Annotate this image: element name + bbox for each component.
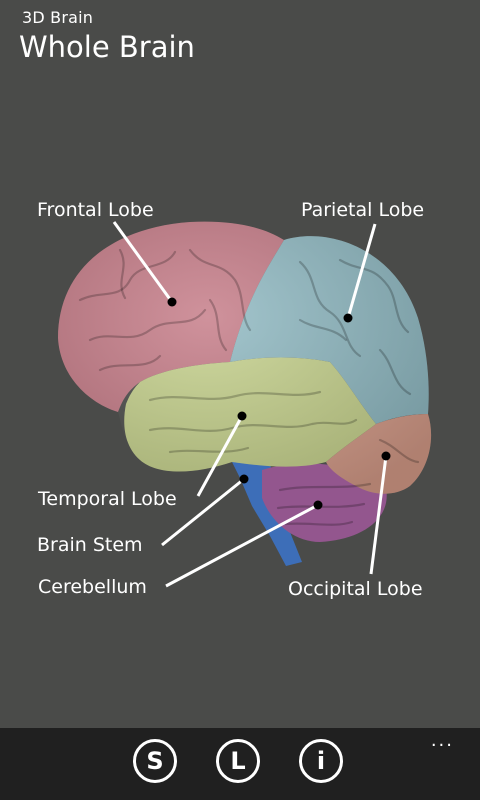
- brain-shading: [58, 221, 432, 494]
- label-dots: [167, 297, 391, 510]
- page-title: Whole Brain: [19, 30, 195, 64]
- app-name: 3D Brain: [22, 8, 94, 27]
- occipital-lobe-label[interactable]: Occipital Lobe: [288, 578, 423, 600]
- temporal-lobe-label[interactable]: Temporal Lobe: [37, 488, 177, 510]
- application-bar: S L i ...: [0, 728, 480, 800]
- brain-stem-region[interactable]: [232, 462, 302, 566]
- brain-stem-label[interactable]: Brain Stem: [37, 534, 143, 556]
- cerebellum-label[interactable]: Cerebellum: [38, 576, 147, 598]
- frontal-lobe-label[interactable]: Frontal Lobe: [37, 199, 154, 221]
- l-circle-icon[interactable]: L: [216, 739, 260, 783]
- brain-illustration[interactable]: Frontal Lobe Parietal Lobe Temporal Lobe…: [0, 0, 480, 728]
- leader-lines: [112, 221, 388, 588]
- brain-svg: Frontal Lobe Parietal Lobe Temporal Lobe…: [37, 199, 432, 600]
- parietal-lobe-label[interactable]: Parietal Lobe: [301, 199, 424, 221]
- s-circle-icon[interactable]: S: [133, 739, 177, 783]
- info-circle-icon[interactable]: i: [299, 739, 343, 783]
- brain-folds: [78, 248, 420, 526]
- more-options-icon[interactable]: ...: [430, 730, 454, 751]
